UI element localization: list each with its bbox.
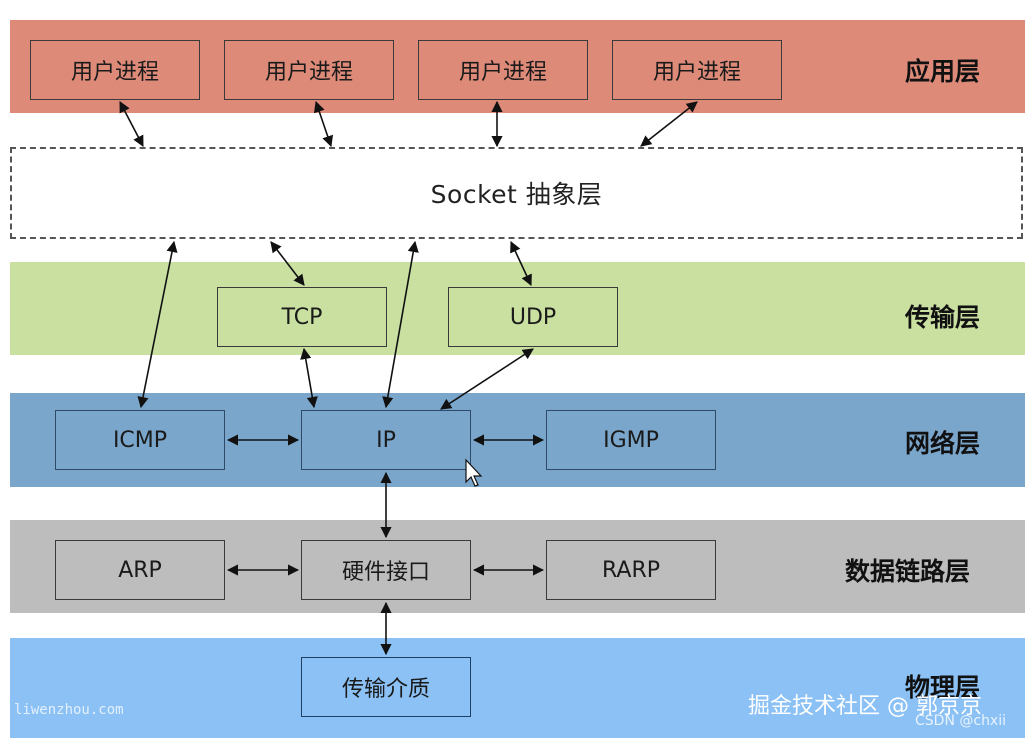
ip-box: IP	[301, 410, 471, 470]
arrow-udp-ip	[440, 348, 534, 410]
user-process-label: 用户进程	[264, 60, 353, 85]
user-process-label: 用户进程	[458, 60, 547, 85]
ip-label: IP	[376, 427, 396, 453]
user-process-label: 用户进程	[70, 60, 159, 85]
arrow-socket-icmp	[137, 240, 178, 409]
rarp-box: RARP	[546, 540, 716, 600]
transport-layer-label: 传输层	[905, 303, 981, 332]
application-layer-label: 应用层	[905, 57, 981, 86]
watermark-left: liwenzhou.com	[14, 702, 124, 718]
user-process-box-1: 用户进程	[30, 40, 200, 100]
igmp-label: IGMP	[603, 427, 659, 453]
socket-abstraction-layer: Socket 抽象层	[10, 147, 1023, 239]
transmission-medium-box: 传输介质	[301, 657, 471, 717]
arrow-tcp-ip	[300, 347, 318, 409]
arp-box: ARP	[55, 540, 225, 600]
network-layer-label: 网络层	[905, 429, 981, 458]
user-process-box-4: 用户进程	[612, 40, 782, 100]
rarp-label: RARP	[602, 557, 660, 583]
arrow-process1-socket	[119, 101, 144, 147]
hardware-interface-label: 硬件接口	[341, 560, 430, 585]
physical-layer-label: 物理层	[905, 673, 981, 702]
user-process-box-2: 用户进程	[224, 40, 394, 100]
transmission-medium-label: 传输介质	[341, 677, 430, 702]
user-process-box-3: 用户进程	[418, 40, 588, 100]
socket-label: Socket 抽象层	[430, 180, 603, 209]
tcp-box: TCP	[217, 287, 387, 347]
user-process-label: 用户进程	[652, 60, 741, 85]
udp-label: UDP	[509, 304, 557, 330]
hardware-interface-box: 硬件接口	[301, 540, 471, 600]
mouse-cursor-icon	[465, 458, 483, 487]
arrow-socket-tcp	[270, 241, 305, 286]
datalink-layer-label: 数据链路层	[845, 557, 971, 586]
arrow-socket-ip	[382, 240, 419, 409]
physical-layer-band	[10, 638, 1025, 738]
arrow-process4-socket	[640, 101, 698, 147]
arrow-socket-udp	[510, 240, 532, 287]
igmp-box: IGMP	[546, 410, 716, 470]
watermark-csdn: CSDN @chxii	[915, 713, 1006, 729]
icmp-box: ICMP	[55, 410, 225, 470]
udp-box: UDP	[448, 287, 618, 347]
tcp-label: TCP	[281, 304, 323, 330]
watermark-right: 掘金技术社区 @ 郭京京	[748, 694, 982, 719]
icmp-label: ICMP	[112, 427, 168, 453]
arrow-process2-socket	[313, 100, 334, 148]
arp-label: ARP	[118, 557, 162, 583]
